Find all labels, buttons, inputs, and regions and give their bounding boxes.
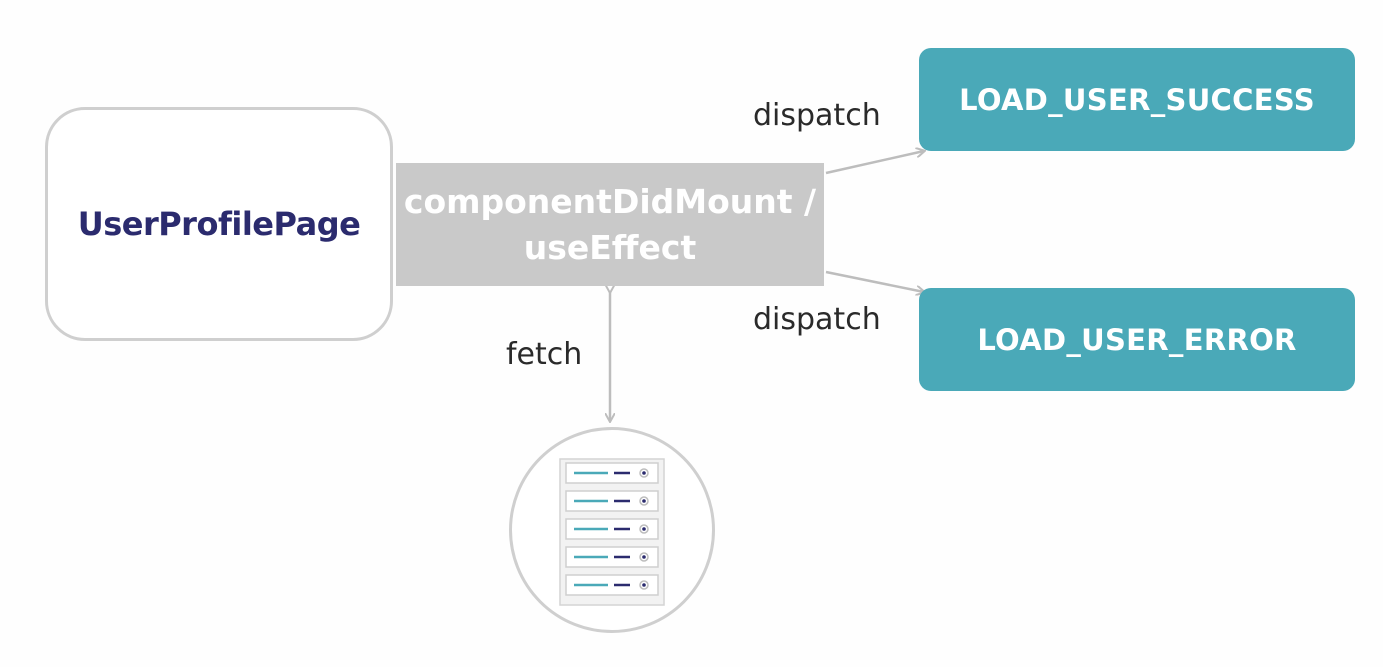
lifecycle-label-line2: useEffect [523,227,697,267]
rack-unit [565,490,659,512]
server-node [509,427,715,633]
rack-unit-led-core [642,527,646,531]
load-user-error-node: LOAD_USER_ERROR [919,288,1355,391]
rack-unit-led-core [642,583,646,587]
load-user-success-node: LOAD_USER_SUCCESS [919,48,1355,151]
dispatch-error-label: dispatch [753,302,881,337]
rack-unit [565,574,659,596]
lifecycle-node: componentDidMount / useEffect [396,163,824,286]
rack-unit-led-core [642,471,646,475]
rack-unit [565,518,659,540]
rack-unit [565,462,659,484]
dispatch-success-label: dispatch [753,98,881,133]
arrow-to-error [825,270,924,292]
load-user-success-label: LOAD_USER_SUCCESS [959,82,1315,117]
server-rack-icon [559,458,665,606]
fetch-label: fetch [506,337,583,372]
user-profile-page-node: UserProfilePage [45,107,393,341]
rack-unit-led-core [642,555,646,559]
rack-unit [565,546,659,568]
rack-unit-led-core [642,499,646,503]
load-user-error-label: LOAD_USER_ERROR [977,322,1297,357]
arrow-to-success [825,151,924,175]
user-profile-page-label: UserProfilePage [77,205,361,243]
lifecycle-label-line1: componentDidMount / [403,181,817,221]
